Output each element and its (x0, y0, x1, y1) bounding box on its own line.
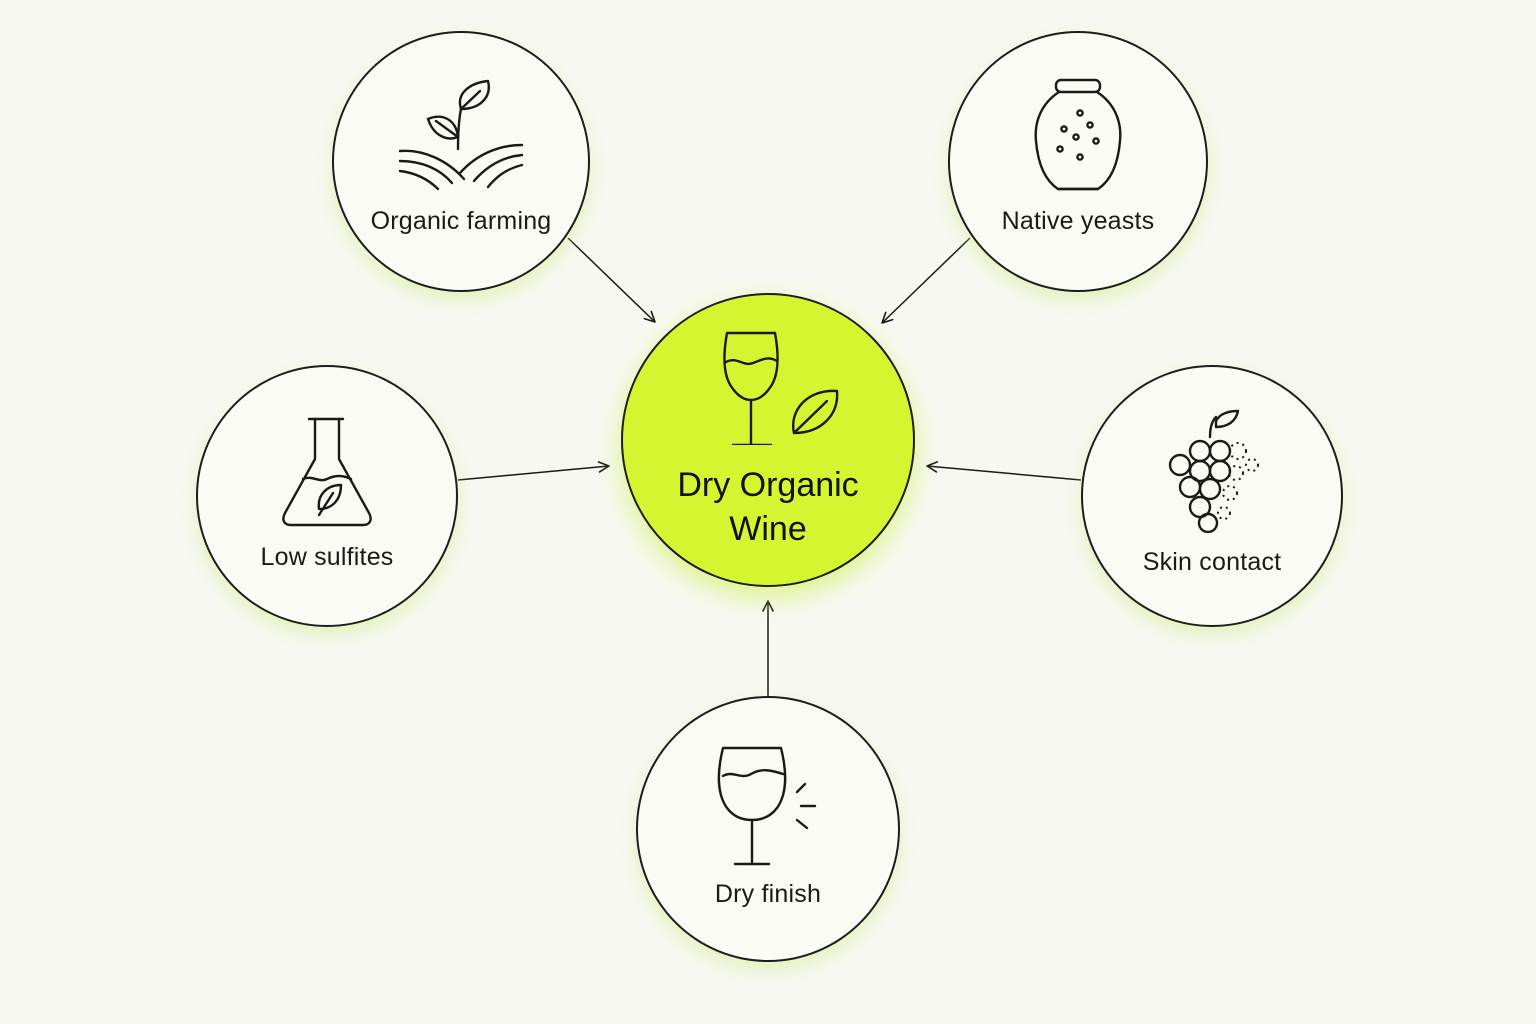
yeast-jar-icon (1034, 78, 1122, 191)
center-label-line2: Wine (729, 510, 807, 548)
arrow-native-yeasts-to-center (881, 237, 971, 324)
arrow-low-sulfites-to-center (457, 461, 610, 481)
sprout-field-icon (398, 79, 524, 191)
wine-glass-icon (717, 746, 817, 866)
node-label: Organic farming (370, 207, 552, 235)
node-label: Skin contact (1142, 548, 1282, 576)
center-label: Dry Organic Wine (623, 463, 913, 551)
node-skin-contact: Skin contact (1081, 365, 1343, 627)
wine-glass-leaf-icon (723, 331, 839, 445)
arrow-skin-contact-to-center (926, 461, 1082, 481)
flask-leaf-icon (282, 417, 372, 527)
node-native-yeasts: Native yeasts (948, 31, 1208, 292)
center-node-dry-organic-wine: Dry Organic Wine (621, 293, 915, 587)
node-label: Native yeasts (1001, 207, 1155, 235)
node-low-sulfites: Low sulfites (196, 365, 458, 627)
node-label: Low sulfites (260, 543, 394, 571)
arrow-organic-farming-to-center (567, 237, 656, 323)
grape-cluster-icon (1168, 409, 1259, 534)
center-label-line1: Dry Organic (677, 466, 859, 504)
node-organic-farming: Organic farming (332, 31, 590, 292)
node-label: Dry finish (714, 880, 822, 908)
node-dry-finish: Dry finish (636, 696, 900, 962)
